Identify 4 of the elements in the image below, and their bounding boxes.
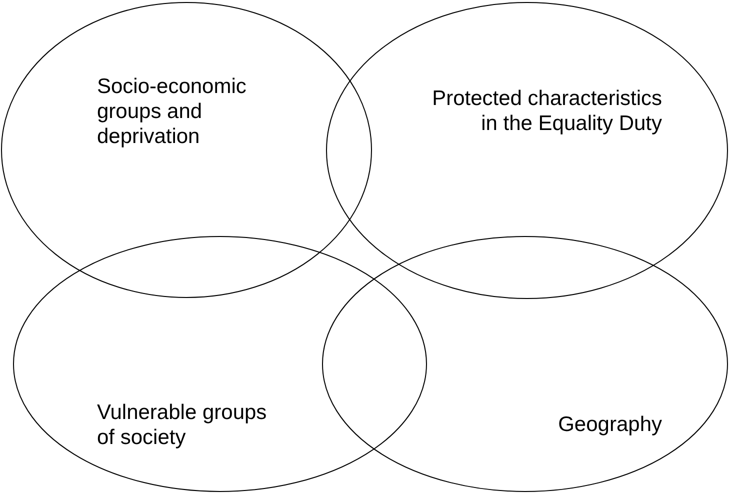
circle-label: Vulnerable groups of society — [97, 400, 268, 450]
circle-label: Protected characteristics in the Equality Duty — [431, 86, 662, 136]
circle-label: Socio-economic groups and deprivation — [97, 74, 248, 150]
circle-label: Geography — [557, 412, 662, 438]
